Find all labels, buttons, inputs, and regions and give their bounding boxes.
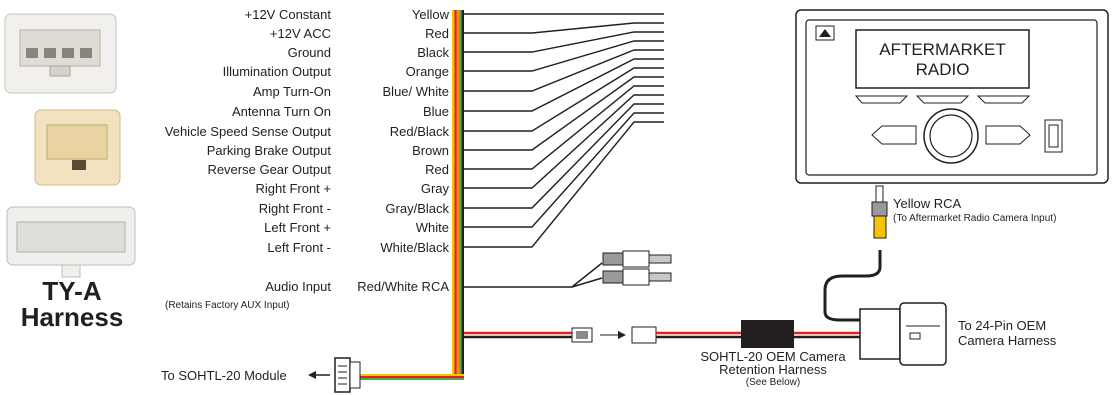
- oem-24pin-connector: [859, 302, 947, 366]
- retention-harness-label: Retention Harness: [719, 362, 827, 377]
- wire-function-label: Vehicle Speed Sense Output: [164, 124, 331, 139]
- fanout-wire: [464, 58, 664, 112]
- wire-color-label: Orange: [405, 64, 449, 79]
- fanout-wire: [464, 112, 664, 228]
- retention-harness-label: SOHTL-20 OEM Camera: [700, 349, 846, 364]
- wire-function-label: Reverse Gear Output: [207, 162, 331, 177]
- wire-color-label: White/Black: [380, 240, 449, 255]
- wire-color-label: Red: [425, 26, 449, 41]
- fanout-wire: [464, 22, 664, 34]
- connector-top-photo: [4, 13, 117, 94]
- wire-color-label: Blue: [422, 104, 449, 119]
- wire-function-label: Right Front +: [255, 181, 331, 196]
- wire-color-label: White: [415, 220, 449, 235]
- audio-input-label: Audio Input: [265, 279, 331, 294]
- fanout-wire: [464, 40, 664, 72]
- fanout-wire: [464, 85, 664, 170]
- fanout-wire: [464, 31, 664, 53]
- wire-color-label: Gray: [420, 181, 449, 196]
- fanout-wire: [464, 103, 664, 209]
- radio-screen-text: RADIO: [915, 60, 970, 79]
- retention-harness-note: (See Below): [745, 377, 801, 388]
- fanout-wire: [464, 67, 664, 132]
- harness-title-line2: Harness: [20, 302, 124, 332]
- module-label: To SOHTL-20 Module: [161, 368, 287, 383]
- wire-color-label: Brown: [412, 143, 449, 158]
- wire-function-label: +12V Constant: [244, 7, 331, 22]
- fanout-wires: [464, 13, 664, 248]
- wire-color-label: Blue/ White: [382, 84, 449, 99]
- fanout-wire: [464, 76, 664, 151]
- wire-color-label: Red: [425, 162, 449, 177]
- fanout-wire: [464, 94, 664, 189]
- wire-function-label: +12V ACC: [269, 26, 331, 41]
- wire-color-label: Red/Black: [389, 124, 449, 139]
- fanout-wire: [464, 121, 664, 248]
- wire-bundle: [360, 10, 464, 380]
- connector-bottom-photo: [6, 206, 136, 278]
- rca-audio-branch: [464, 250, 672, 288]
- oem-harness-label: To 24-Pin OEM: [958, 318, 1047, 333]
- audio-rca-color-label: Red/White RCA: [357, 279, 449, 294]
- yellow-rca-plug: [871, 185, 888, 239]
- aftermarket-radio: [795, 9, 1109, 184]
- oem-harness-label: Camera Harness: [958, 333, 1057, 348]
- audio-input-note: (Retains Factory AUX Input): [165, 300, 290, 311]
- yellow-rca-note: (To Aftermarket Radio Camera Input): [893, 213, 1057, 224]
- wire-function-label: Illumination Output: [222, 64, 331, 79]
- fanout-wire: [464, 49, 664, 92]
- harness-title-line1: TY-A: [42, 276, 102, 306]
- wire-function-label: Left Front +: [264, 220, 331, 235]
- wire-color-label: Yellow: [411, 7, 449, 22]
- camera-retention-wire: [464, 250, 882, 348]
- wire-function-label: Ground: [287, 45, 331, 60]
- wire-function-label: Left Front -: [267, 240, 331, 255]
- yellow-rca-label: Yellow RCA: [893, 196, 962, 211]
- sohtl-module-connector: [308, 357, 361, 393]
- wire-color-label: Gray/Black: [385, 201, 449, 216]
- wire-function-label: Antenna Turn On: [231, 104, 331, 119]
- connector-middle-photo: [34, 109, 121, 186]
- wire-function-label: Right Front -: [258, 201, 331, 216]
- wire-function-label: Parking Brake Output: [206, 143, 331, 158]
- wire-color-label: Black: [417, 45, 449, 60]
- wire-function-label: Amp Turn-On: [252, 84, 331, 99]
- radio-screen-text: AFTERMARKET: [879, 40, 1006, 59]
